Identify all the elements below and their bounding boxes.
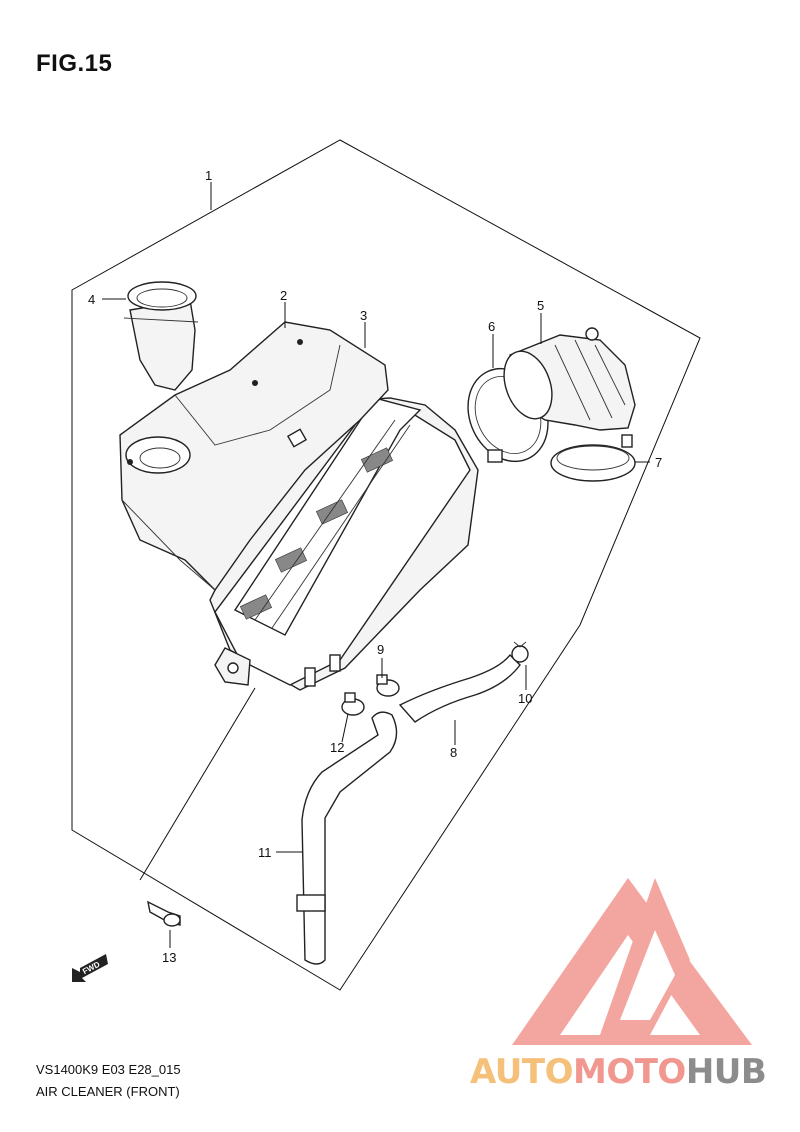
clamp-band (550, 434, 636, 482)
fwd-arrow-icon: FWD (72, 954, 108, 982)
callout-2: 2 (280, 288, 287, 303)
callout-10: 10 (518, 691, 532, 706)
watermark-logo (512, 878, 752, 1045)
callout-1: 1 (205, 168, 212, 183)
clip-10 (511, 641, 529, 663)
intake-funnel (123, 281, 199, 391)
intake-boot (503, 327, 636, 431)
callout-6: 6 (488, 319, 495, 334)
callout-9: 9 (377, 642, 384, 657)
hose-plug (296, 894, 326, 912)
callout-13: 13 (162, 950, 176, 965)
watermark-brand: AUTOMOTOHUB (470, 1052, 767, 1092)
assembly-boundary (71, 139, 701, 991)
figure-title: FIG.15 (36, 50, 113, 77)
leader-lines (102, 182, 650, 948)
callout-7: 7 (655, 455, 662, 470)
caption-model: VS1400K9 E03 E28_015 (36, 1062, 181, 1077)
drain-hose-11 (301, 711, 398, 965)
caption-title: AIR CLEANER (FRONT) (36, 1084, 180, 1099)
callout-8: 8 (450, 745, 457, 760)
bolt-13 (147, 900, 181, 927)
hose-clip-9 (376, 674, 400, 697)
brand-moto: MOTO (572, 1052, 686, 1092)
hose-clip-12 (341, 692, 365, 716)
brand-auto: AUTO (470, 1052, 573, 1092)
callout-5: 5 (537, 298, 544, 313)
callout-12: 12 (330, 740, 344, 755)
breather-hose-8 (398, 653, 521, 723)
air-cleaner-box (119, 321, 479, 691)
brand-hub: HUB (685, 1052, 767, 1092)
callout-11: 11 (258, 845, 272, 860)
callout-3: 3 (360, 308, 367, 323)
callout-4: 4 (88, 292, 95, 307)
